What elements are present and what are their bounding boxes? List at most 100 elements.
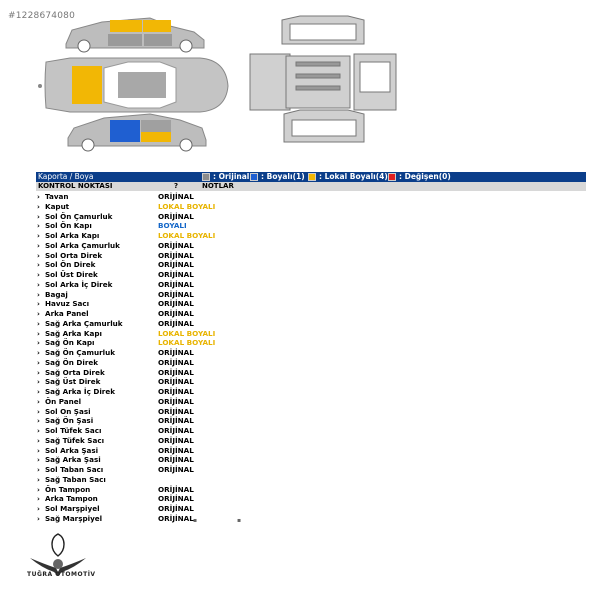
inspection-point-name: Sol Orta Direk — [45, 250, 103, 260]
inspection-status: ORİJİNAL — [158, 289, 194, 299]
chevron-right-icon: › — [37, 290, 40, 299]
inspection-row: › Ön Panel ORİJİNAL — [37, 397, 337, 407]
column-header-point: KONTROL NOKTASI — [38, 182, 113, 190]
legend-swatch-blue — [250, 173, 258, 181]
chevron-right-icon: › — [37, 407, 40, 416]
chevron-right-icon: › — [37, 466, 40, 474]
inspection-status: ORİJİNAL — [158, 455, 194, 465]
inspection-status: ORİJİNAL — [158, 396, 194, 406]
inspection-status: ORİJİNAL — [158, 270, 194, 279]
bodywork-title: Kaporta / Boya — [38, 172, 94, 181]
inspection-status: ORİJİNAL — [158, 299, 194, 309]
inspection-status: ORİJİNAL — [158, 318, 194, 328]
scan-dot: ▪ — [237, 517, 242, 524]
inspection-point-name: Arka Tampon — [45, 494, 98, 504]
chevron-right-icon: › — [37, 241, 40, 250]
inspection-status: ORİJİNAL — [158, 406, 194, 416]
inspection-status: ORİJİNAL — [158, 211, 194, 221]
chevron-right-icon: › — [37, 368, 40, 377]
scan-dot: ▪ — [193, 517, 198, 524]
inspection-point-name: Sağ Taban Sacı — [45, 474, 106, 484]
chevron-right-icon: › — [37, 397, 40, 406]
chevron-right-icon: › — [37, 427, 40, 435]
chevron-right-icon: › — [37, 436, 40, 445]
inspection-point-name: Sol Arka İç Direk — [45, 279, 113, 289]
inspection-status: ORİJİNAL — [158, 494, 194, 504]
legend-boyali: : Boyalı(1) | — [250, 172, 310, 182]
legend-swatch-grey — [202, 173, 210, 181]
inspection-row: › Sol Ön Çamurluk ORİJİNAL — [37, 212, 337, 222]
inspection-point-name: Sağ Ön Şasi — [45, 416, 94, 426]
inspection-point-name: Sol Ön Direk — [45, 260, 96, 270]
inspection-point-name: Sağ Ön Kapı — [45, 338, 95, 348]
left-rear-door-panel — [141, 132, 171, 142]
inspection-status: LOKAL BOYALI — [158, 328, 216, 338]
chevron-right-icon: › — [37, 388, 40, 396]
inspection-row: › Sol Tüfek Sacı ORİJİNAL — [37, 426, 337, 436]
inspection-point-name: Sağ Tüfek Sacı — [45, 435, 105, 445]
chevron-right-icon: › — [37, 300, 40, 309]
chevron-right-icon: › — [37, 280, 40, 289]
chevron-right-icon: › — [37, 505, 40, 513]
inspection-point-name: Sol Arka Şasi — [45, 445, 99, 455]
chevron-right-icon: › — [37, 378, 40, 387]
chevron-right-icon: › — [37, 349, 40, 357]
column-header-notes: NOTLAR — [202, 182, 234, 190]
chevron-right-icon: › — [37, 251, 40, 260]
chevron-right-icon: › — [37, 495, 40, 504]
inspection-point-name: Sağ Arka Çamurluk — [45, 318, 123, 328]
inspection-point-name: Sol Taban Sacı — [45, 465, 104, 474]
inspection-point-name: Sağ Ön Çamurluk — [45, 348, 116, 357]
inspection-point-name: Sağ Ön Direk — [45, 357, 99, 367]
column-header-question: ? — [174, 182, 179, 190]
table-column-headers: KONTROL NOKTASI ? NOTLAR — [36, 182, 586, 191]
chevron-right-icon: › — [37, 339, 40, 348]
inspection-status: ORİJİNAL — [158, 357, 194, 367]
inspection-point-name: Ön Panel — [45, 396, 82, 406]
inspection-point-name: Sol Tüfek Sacı — [45, 426, 102, 435]
inspection-status: ORİJİNAL — [158, 445, 194, 455]
inspection-status: ORİJİNAL — [158, 426, 194, 435]
inspection-point-name: Havuz Sacı — [45, 299, 90, 309]
inspection-point-name: Sol On Şasi — [45, 406, 91, 416]
chevron-right-icon: › — [37, 232, 40, 240]
inspection-status: ORİJİNAL — [158, 484, 194, 494]
chevron-right-icon: › — [37, 446, 40, 455]
inspection-point-name: Sol Ön Çamurluk — [45, 211, 113, 221]
chevron-right-icon: › — [37, 475, 40, 484]
chevron-right-icon: › — [37, 212, 40, 221]
chevron-right-icon: › — [37, 222, 40, 231]
inspection-point-name: Sol Üst Direk — [45, 270, 98, 279]
inspection-row: › Sol Arka Şasi ORİJİNAL — [37, 446, 337, 456]
legend-degisen: : Değişen(0) — [388, 172, 451, 182]
inspection-point-name: Sağ Orta Direk — [45, 367, 105, 377]
chevron-right-icon: › — [37, 514, 40, 523]
inspection-status: ORİJİNAL — [158, 309, 194, 318]
inspection-row: › Sol On Şasi ORİJİNAL — [37, 407, 337, 417]
inspection-row: › Arka Tampon ORİJİNAL — [37, 494, 337, 504]
inspection-status: ORİJİNAL — [158, 513, 194, 523]
left-front-door-panel — [110, 120, 140, 142]
top-view — [38, 57, 229, 113]
chevron-right-icon: › — [37, 271, 40, 279]
chevron-right-icon: › — [37, 456, 40, 465]
inspection-point-name: Arka Panel — [45, 309, 89, 318]
legend-orijinal: : Orijinal | — [202, 172, 255, 182]
legend-swatch-red — [388, 173, 396, 181]
inspection-point-name: Sol Arka Kapı — [45, 231, 100, 240]
chassis-view — [249, 15, 397, 143]
